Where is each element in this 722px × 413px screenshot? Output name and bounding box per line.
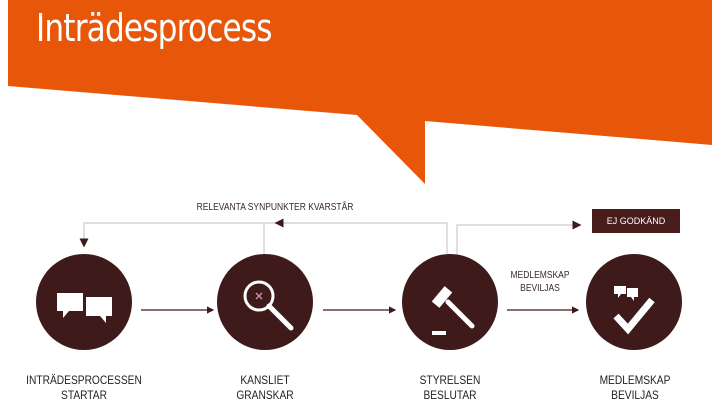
gavel-icon	[431, 286, 475, 335]
step-label-2: KANSLIET GRANSKAR	[201, 373, 329, 403]
step-circle-4	[586, 254, 682, 350]
step-label-4: MEDLEMSKAP BEVILJAS	[571, 373, 699, 403]
approved-arrow-label: MEDLEMSKAP BEVILJAS	[506, 269, 574, 295]
feedback-loop-lines	[79, 218, 582, 255]
feedback-label: RELEVANTA SYNPUNKTER KVARSTÅR	[196, 202, 354, 213]
step-label-1: INTRÄDESPROCESSEN STARTAR	[20, 373, 148, 403]
step-label-line2: STARTAR	[61, 388, 107, 402]
step-label-line2: BESLUTAR	[423, 388, 477, 402]
rejected-label: EJ GODKÄND	[606, 216, 666, 226]
step-circle-2	[217, 254, 313, 350]
step-label-line1: MEDLEMSKAP	[599, 373, 671, 387]
checkmark-icon	[613, 286, 655, 335]
step-label-line2: BEVILJAS	[611, 388, 659, 402]
title-speech-banner	[8, 0, 712, 184]
step-label-line2: GRANSKAR	[236, 388, 294, 402]
step-label-line1: STYRELSEN	[419, 373, 481, 387]
step-label-3: STYRELSEN BESLUTAR	[386, 373, 514, 403]
approved-arrow-label-line1: MEDLEMSKAP	[510, 270, 570, 281]
step-circle-1	[36, 254, 132, 350]
magnifier-icon	[243, 280, 294, 331]
step-label-line1: INTRÄDESPROCESSEN	[26, 373, 142, 387]
step-label-line1: KANSLIET	[240, 373, 290, 387]
approved-arrow-label-line2: BEVILJAS	[520, 283, 560, 294]
rejected-box: EJ GODKÄND	[592, 209, 680, 233]
speech-bubbles-icon	[57, 293, 112, 323]
page-title: Inträdesprocess	[36, 6, 273, 50]
